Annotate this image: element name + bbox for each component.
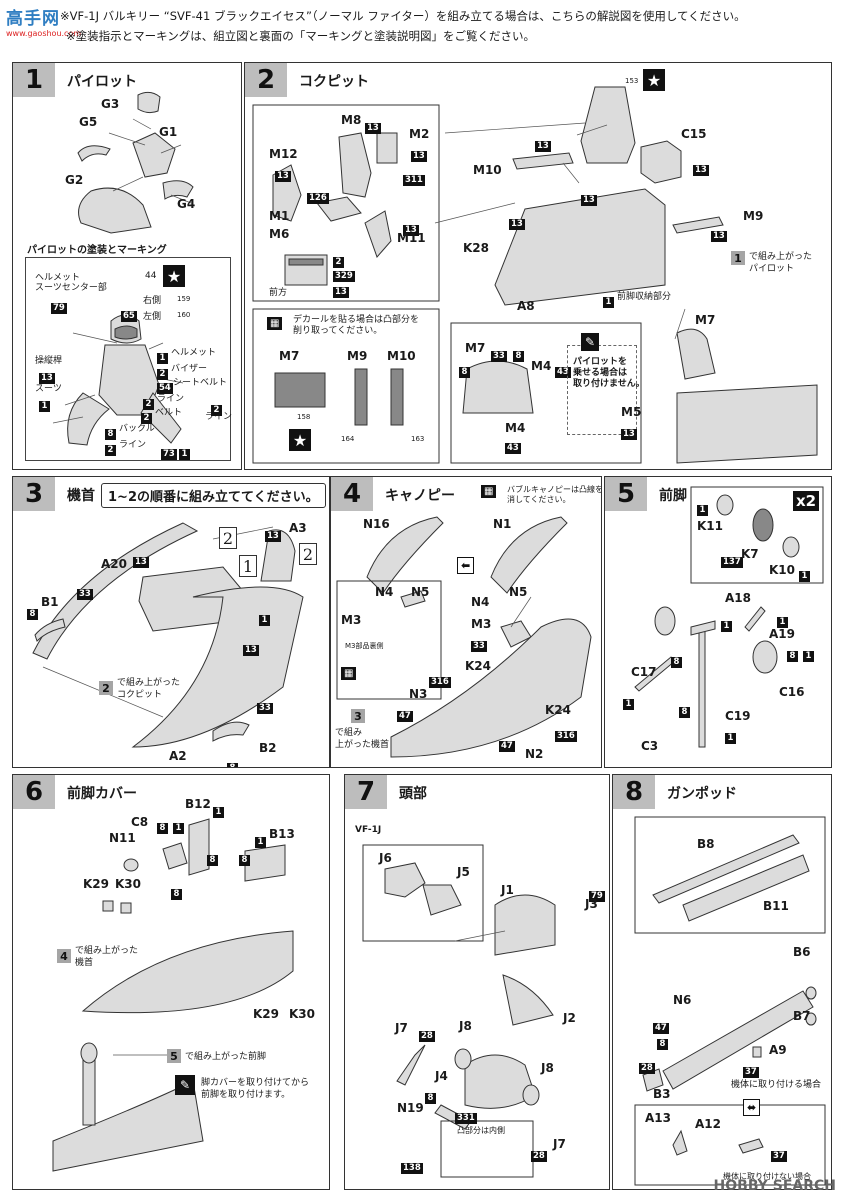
step-7-panel: 7 頭部 VF-1J J6 J5 J1 79 J3 J2 J7 28 J8 J4…: [344, 774, 610, 1190]
header-note-2: ※塗装指示とマーキングは、組立図と裏面の「マーキングと塗装説明図」をご覧ください…: [66, 29, 535, 43]
step-title: 前脚カバー: [67, 786, 137, 802]
decal-icon: ▦: [481, 485, 497, 498]
step-number: 2: [245, 63, 287, 97]
star-decal-icon: ★: [289, 429, 311, 451]
helmet-center-label: ヘルメット スーツセンター部: [35, 273, 107, 293]
step-title: 前脚: [659, 488, 687, 504]
nose-gear-parts-art: [634, 486, 824, 748]
note-icon: ✎: [175, 1075, 195, 1095]
header-note-1: ※VF-1J バルキリー “SVF-41 ブラックエイセス”（ノーマル ファイタ…: [60, 9, 746, 23]
nose-gear-cover-art: [52, 818, 294, 1172]
step-title: 機首: [67, 488, 95, 504]
step-number: 4: [331, 477, 373, 511]
pilot-note: パイロットを 乗せる場合は 取り付けません。: [573, 357, 645, 389]
part-label: G4: [177, 197, 196, 211]
step-1-panel: 1 パイロット G3 G5 G1 G2 G4 パイロットの塗装とマーキング ヘル…: [12, 62, 242, 470]
star-decal-icon: ★: [163, 265, 185, 287]
nose-parts-art: [32, 522, 304, 748]
decal-icon: ▦: [341, 667, 357, 680]
step-number: 7: [345, 775, 387, 809]
part-label: G1: [159, 125, 178, 139]
part-label: G2: [65, 173, 84, 187]
star-decal-icon: ★: [643, 69, 665, 91]
painting-box: [25, 257, 231, 461]
watermark-logo: 高手网 www.gaoshou.com: [6, 9, 82, 38]
step-title: コクピット: [299, 74, 369, 90]
order-note: 1~2の順番に組み立ててください。: [101, 483, 326, 508]
step-title: ガンポッド: [667, 786, 737, 802]
arrow-icon: ⬌: [743, 1099, 761, 1116]
step-title: パイロット: [67, 74, 137, 90]
part-label: G5: [79, 115, 98, 129]
head-parts-art: [362, 844, 556, 1178]
step-3-panel: 3 機首 1~2の順番に組み立ててください。 1 2 2 13 A3 A20 1…: [12, 476, 330, 768]
arrow-icon: ⬅: [457, 557, 475, 574]
step-2-panel: 2 コクピット ★ 153 M8 13 M2 13 M12 13 311 126…: [244, 62, 832, 470]
step-title: 頭部: [399, 786, 427, 802]
canopy-parts-art: [336, 516, 592, 758]
gun-pod-parts-art: [634, 816, 826, 1186]
part-label: G3: [101, 97, 120, 111]
step-title: キャノピー: [385, 488, 455, 504]
decal-icon: ▦: [267, 317, 283, 330]
step-number: 5: [605, 477, 647, 511]
step-number: 3: [13, 477, 55, 511]
step-number: 8: [613, 775, 655, 809]
cockpit-parts-art: [252, 86, 818, 464]
decal-note: デカールを貼る場合は凸部分を 削り取ってください。: [293, 315, 420, 336]
pilot-parts-art: [52, 91, 194, 446]
step-8-panel: 8 ガンポッド B8 B11 B6 B7 N6 47 8 A9 37 28 機体…: [612, 774, 832, 1190]
step-4-panel: 4 キャノピー N16 N1 ▦ バブルキャノピーは凸線を 消してください。 ⬅…: [330, 476, 602, 768]
step-5-panel: 5 前脚 x2 1 K11 137 K7 K10 1 A18 1 1 A19 8…: [604, 476, 832, 768]
step-number: 6: [13, 775, 55, 809]
step-number: 1: [13, 63, 55, 97]
footer-watermark: HOBBY SEARCH: [713, 1178, 836, 1194]
subsection-title: パイロットの塗装とマーキング: [27, 245, 167, 256]
step-6-panel: 6 前脚カバー C8 8 1 B12 1 1 B13 N11 8 8 8 K29…: [12, 774, 330, 1190]
note-icon: ✎: [581, 333, 599, 351]
